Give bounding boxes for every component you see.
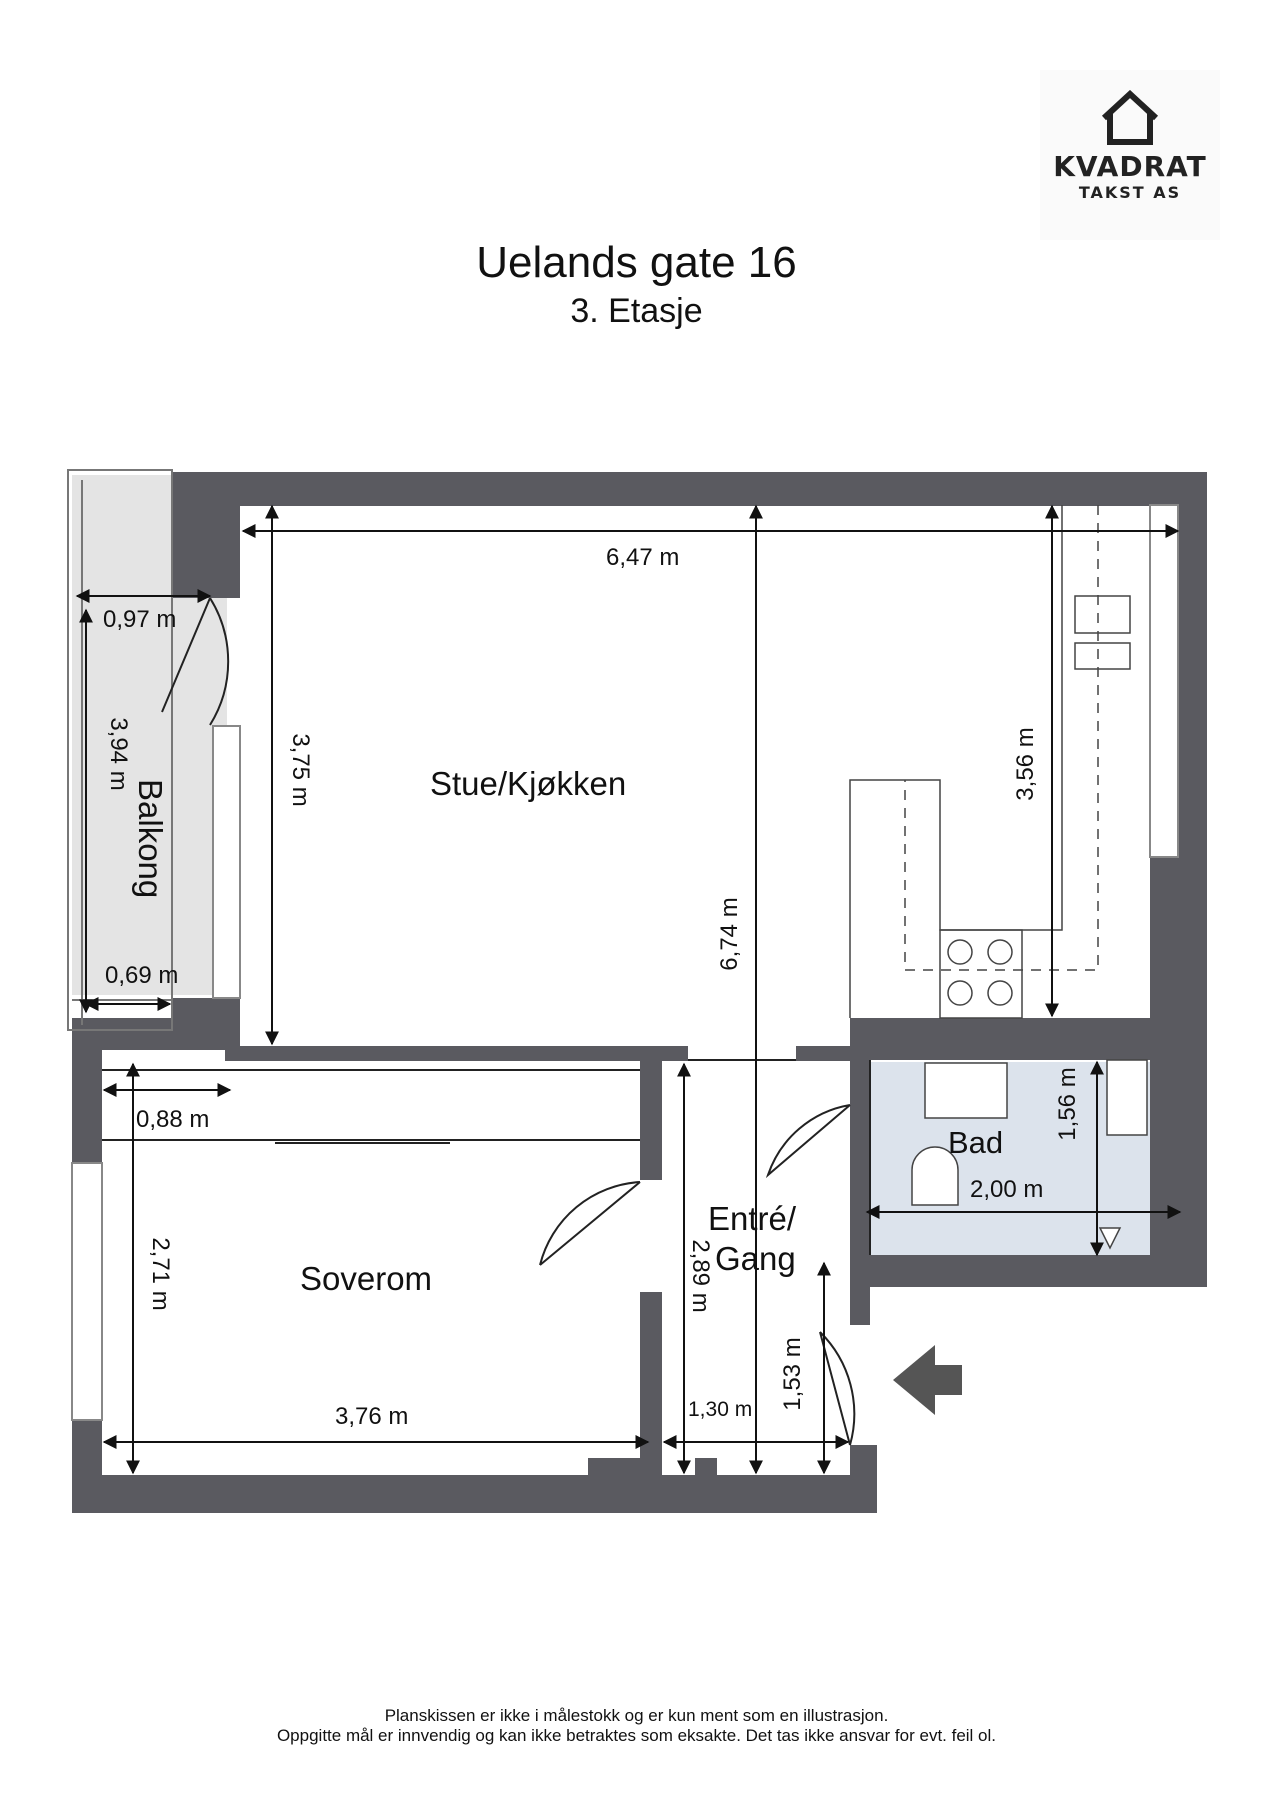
entrance-arrow-icon	[893, 1345, 962, 1415]
dim-bad-height: 1,56 m	[1054, 1067, 1081, 1141]
logo-name: KVADRAT	[1053, 150, 1207, 183]
dim-balkong-bottom: 0,69 m	[105, 962, 179, 989]
house-icon	[1101, 90, 1159, 145]
dim-stue-height-left: 3,75 m	[287, 733, 314, 807]
room-label-stue: Stue/Kjøkken	[430, 765, 627, 802]
dim-entre-width: 1,30 m	[688, 1398, 753, 1421]
bathroom-fixtures	[911, 1059, 1148, 1250]
footer-disclaimer-1: Planskissen er ikke i målestokk og er ku…	[384, 1706, 889, 1725]
room-label-bad: Bad	[948, 1125, 1004, 1160]
footer-disclaimer-2: Oppgitte mål er innvendig og kan ikke be…	[276, 1726, 997, 1745]
room-label-entre: Entré/	[708, 1200, 797, 1237]
dim-soverom-width: 3,76 m	[335, 1403, 409, 1430]
dim-total-depth: 6,74 m	[716, 897, 743, 971]
dim-bad-width: 2,00 m	[970, 1176, 1044, 1203]
dim-balkong-height: 3,94 m	[105, 717, 132, 791]
room-label-gang: Gang	[715, 1240, 796, 1277]
windows	[71, 504, 1179, 1421]
logo-subtitle: TAKST AS	[1078, 183, 1182, 202]
room-label-balkong: Balkong	[132, 779, 169, 899]
walls	[72, 472, 1207, 1513]
dim-balkong-top: 0,97 m	[103, 606, 177, 633]
doors	[161, 597, 856, 1446]
dim-stue-width: 6,47 m	[606, 544, 680, 571]
dim-entre-door: 1,53 m	[779, 1337, 806, 1411]
dim-stue-height-right: 3,56 m	[1012, 727, 1039, 801]
room-label-soverom: Soverom	[300, 1260, 433, 1297]
stove-icon	[947, 939, 1013, 1006]
company-logo: KVADRAT TAKST AS	[1040, 70, 1220, 240]
dimension-lines	[75, 504, 1182, 1475]
kitchen-counter	[849, 505, 1131, 1019]
interior-lines	[102, 1059, 871, 1255]
dim-entre-height: 2,89 m	[687, 1239, 714, 1313]
page-title: Uelands gate 16	[476, 238, 797, 287]
dim-closet-depth: 0,88 m	[136, 1106, 210, 1133]
floor-label: 3. Etasje	[570, 292, 703, 330]
dim-soverom-height: 2,71 m	[147, 1237, 174, 1311]
